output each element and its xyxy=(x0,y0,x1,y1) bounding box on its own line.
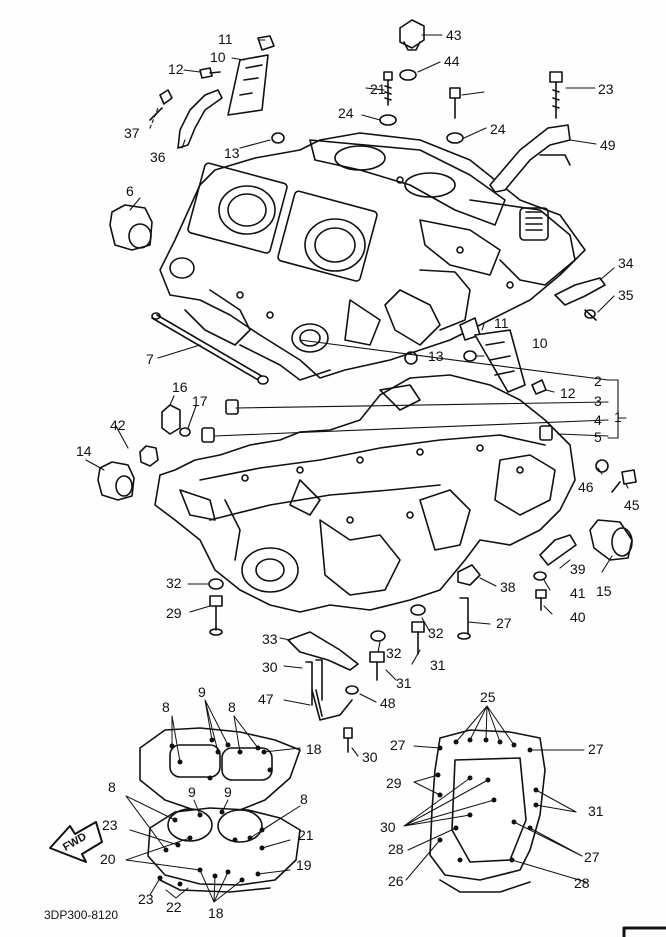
callout-6: 6 xyxy=(126,183,134,199)
callout-37: 37 xyxy=(124,125,140,141)
callout-35: 35 xyxy=(618,287,634,303)
callout-27d: 27 xyxy=(496,615,512,631)
frame-corner xyxy=(622,926,666,937)
callout-36: 36 xyxy=(150,149,166,165)
callout-21b: 21 xyxy=(298,827,314,843)
callout-2: 2 xyxy=(594,373,602,389)
callout-3: 3 xyxy=(594,393,602,409)
callout-48: 48 xyxy=(380,695,396,711)
small-parts xyxy=(97,19,637,753)
callout-12a: 12 xyxy=(168,61,184,77)
callout-31c: 31 xyxy=(396,675,412,691)
callout-17: 17 xyxy=(192,393,208,409)
callout-4: 4 xyxy=(594,412,602,428)
callout-18a: 18 xyxy=(306,741,322,757)
callout-30a: 30 xyxy=(380,819,396,835)
callout-27b: 27 xyxy=(588,741,604,757)
callout-8b: 8 xyxy=(228,699,236,715)
callout-34: 34 xyxy=(618,255,634,271)
callout-11b: 11 xyxy=(494,315,509,331)
callout-31a: 31 xyxy=(588,803,604,819)
diagram-code: 3DP300-8120 xyxy=(44,908,119,922)
callout-32a: 32 xyxy=(166,575,182,591)
callout-13b: 13 xyxy=(428,348,444,364)
callout-47: 47 xyxy=(258,691,274,707)
callout-46: 46 xyxy=(578,479,594,495)
callout-8d: 8 xyxy=(300,791,308,807)
callout-33: 33 xyxy=(262,631,278,647)
lower-crankcase xyxy=(154,374,576,613)
callout-18b: 18 xyxy=(208,905,224,921)
bolt-pattern-left xyxy=(125,699,301,903)
callout-15: 15 xyxy=(596,583,612,599)
callout-13a: 13 xyxy=(224,145,240,161)
callout-45: 45 xyxy=(624,497,640,513)
callout-27c: 27 xyxy=(584,849,600,865)
callout-23b: 23 xyxy=(102,817,118,833)
callout-23a: 23 xyxy=(598,81,614,97)
callout-26: 26 xyxy=(388,873,404,889)
callout-39: 39 xyxy=(570,561,586,577)
callout-14: 14 xyxy=(76,443,92,459)
callout-42: 42 xyxy=(110,417,126,433)
leader-lines xyxy=(85,34,629,757)
callout-11a: 11 xyxy=(218,31,233,47)
callout-12b: 12 xyxy=(560,385,576,401)
callout-44: 44 xyxy=(444,53,460,69)
callout-30b: 30 xyxy=(262,659,278,675)
callout-8a: 8 xyxy=(162,699,170,715)
callout-27a: 27 xyxy=(390,737,406,753)
callout-28b: 28 xyxy=(574,875,590,891)
upper-crankcase xyxy=(159,132,586,381)
callout-16: 16 xyxy=(172,379,188,395)
callout-20: 20 xyxy=(100,851,116,867)
callout-30c: 30 xyxy=(362,749,378,765)
callout-22: 22 xyxy=(166,899,182,915)
callout-41: 41 xyxy=(570,585,586,601)
callout-1: 1 xyxy=(614,409,622,425)
callout-9c: 9 xyxy=(224,784,232,800)
callout-19: 19 xyxy=(296,857,312,873)
callout-43: 43 xyxy=(446,27,462,43)
callout-40: 40 xyxy=(570,609,586,625)
callout-10a: 10 xyxy=(210,49,226,65)
callout-32c: 32 xyxy=(386,645,402,661)
callout-31b: 31 xyxy=(430,657,446,673)
callout-8c: 8 xyxy=(108,779,116,795)
callout-7: 7 xyxy=(146,351,154,367)
callout-29b: 29 xyxy=(166,605,182,621)
callout-32b: 32 xyxy=(428,625,444,641)
callout-29a: 29 xyxy=(386,775,402,791)
forward-arrow: FWD xyxy=(49,821,103,863)
callout-24a: 24 xyxy=(338,105,354,121)
callout-5: 5 xyxy=(594,429,602,445)
callout-9a: 9 xyxy=(198,684,206,700)
callout-21a: 21 xyxy=(370,81,386,97)
callout-23c: 23 xyxy=(138,891,154,907)
callout-9b: 9 xyxy=(188,784,196,800)
callout-24b: 24 xyxy=(490,121,506,137)
callout-25: 25 xyxy=(480,689,496,705)
callout-49: 49 xyxy=(600,137,616,153)
bolt-pattern-right xyxy=(403,705,587,893)
callout-10b: 10 xyxy=(532,335,548,351)
callout-28a: 28 xyxy=(388,841,404,857)
callout-38: 38 xyxy=(500,579,516,595)
